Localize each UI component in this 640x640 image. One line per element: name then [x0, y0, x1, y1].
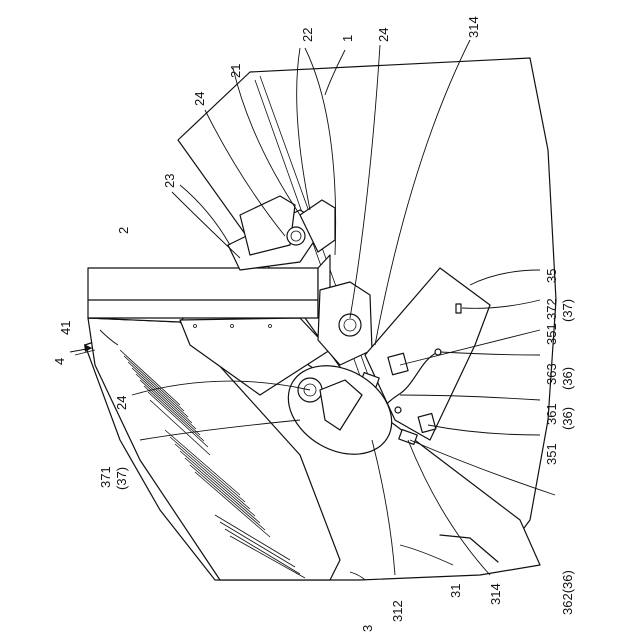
label-37-right: (37)	[560, 299, 575, 322]
label-35: 35	[544, 269, 559, 283]
label-351-bottom: 351	[544, 443, 559, 465]
label-362: 362(36)	[560, 570, 575, 615]
label-23: 23	[162, 174, 177, 188]
label-24-left: 24	[192, 92, 207, 106]
label-31: 31	[448, 584, 463, 598]
label-363: 363	[544, 363, 559, 385]
label-314-top: 314	[466, 16, 481, 38]
label-361: 361	[544, 403, 559, 425]
label-371: 371	[98, 466, 113, 488]
label-351-top: 351	[544, 323, 559, 345]
label-24-top: 24	[376, 28, 391, 42]
label-372: 372	[544, 298, 559, 320]
label-36-b: (36)	[560, 407, 575, 430]
label-36-a: (36)	[560, 367, 575, 390]
label-314-bottom: 314	[488, 583, 503, 605]
label-4: 4	[52, 358, 67, 365]
label-21: 21	[228, 64, 243, 78]
label-24-mid: 24	[114, 396, 129, 410]
label-312: 312	[390, 600, 405, 622]
label-37-left: (37)	[114, 467, 129, 490]
label-2: 2	[116, 227, 131, 234]
label-3: 3	[360, 625, 375, 632]
label-22: 22	[300, 28, 315, 42]
label-1: 1	[340, 35, 355, 42]
label-41: 41	[58, 321, 73, 335]
